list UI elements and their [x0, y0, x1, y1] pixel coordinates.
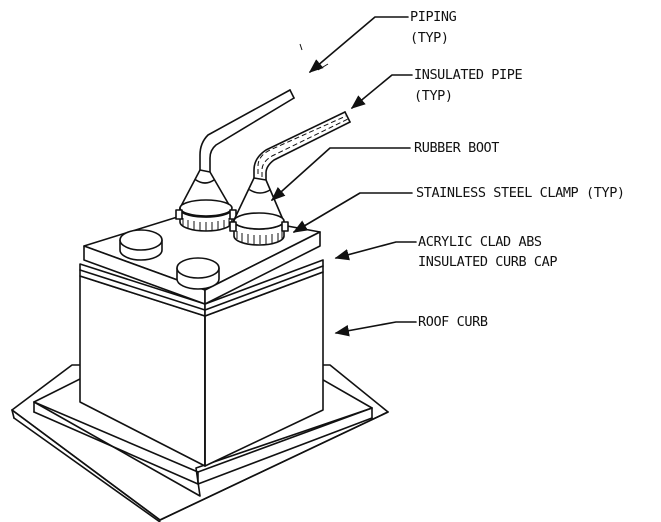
leader-clamp — [292, 192, 413, 233]
rubber-boot-right — [229, 177, 289, 246]
label-roof-curb: ROOF CURB — [418, 314, 488, 330]
label-piping-line1: PIPING — [410, 9, 457, 25]
label-rubber-boot: RUBBER BOOT — [414, 140, 499, 156]
label-curb-cap-line2: INSULATED CURB CAP — [418, 254, 557, 270]
insulated-pipe — [253, 111, 351, 181]
leader-piping — [308, 16, 409, 73]
label-insulated-pipe-line1: INSULATED PIPE — [414, 67, 522, 83]
leader-rubber-boot — [270, 147, 411, 201]
label-stainless-steel-clamp: STAINLESS STEEL CLAMP (TYP) — [416, 185, 625, 201]
speck-marks — [299, 43, 329, 71]
label-piping-line2: (TYP) — [410, 30, 449, 46]
cap-plug-left — [119, 229, 163, 261]
piping-pipe — [199, 89, 295, 173]
leader-insulated-pipe — [350, 74, 413, 109]
rubber-boot-left — [175, 169, 237, 232]
cap-plug-right — [176, 257, 220, 290]
label-insulated-pipe-line2: (TYP) — [414, 88, 453, 104]
label-curb-cap-line1: ACRYLIC CLAD ABS — [418, 234, 542, 250]
leader-curb-cap — [334, 241, 417, 261]
leader-roof-curb — [334, 321, 417, 337]
roof-curb-body — [79, 271, 324, 467]
